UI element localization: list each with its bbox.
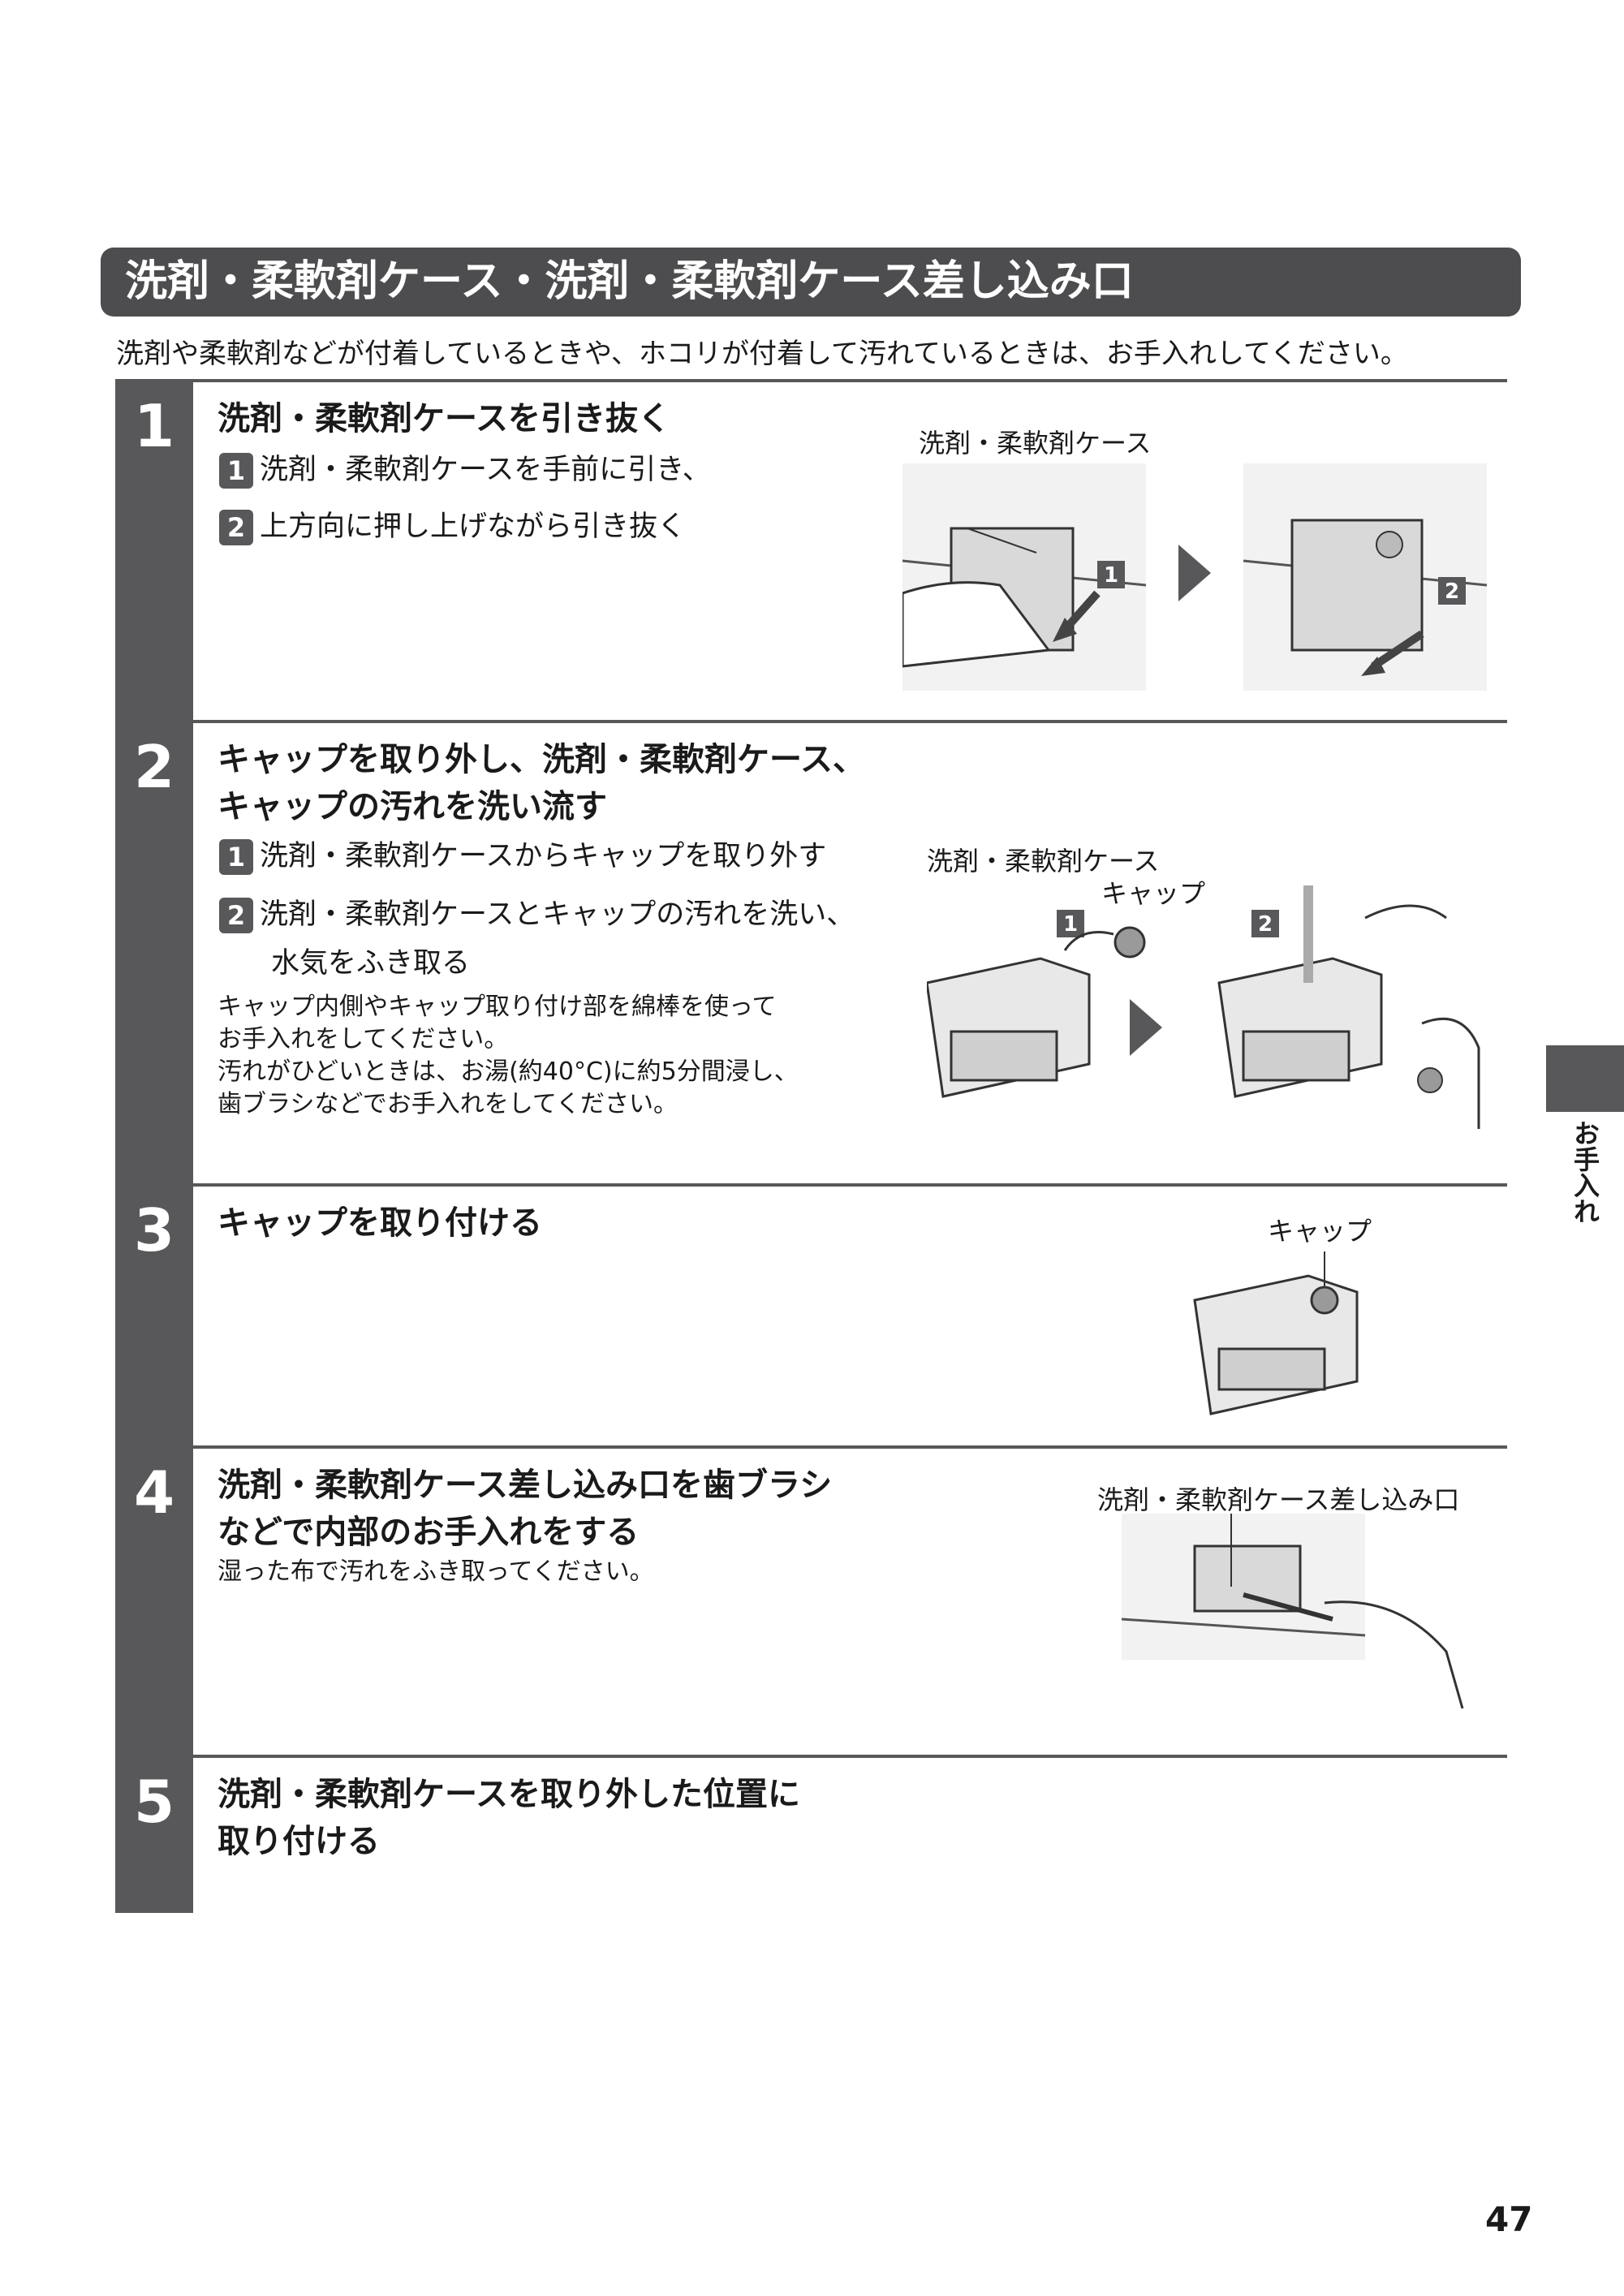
step-number: 1 — [133, 392, 175, 460]
slot-cleaning-illustration — [1122, 1514, 1464, 1709]
cap-label: キャップ — [1101, 878, 1206, 909]
note-line: キャップ内側やキャップ取り付け部を綿棒を使って — [218, 993, 777, 1021]
step-number: 2 — [133, 733, 175, 801]
note-line: 汚れがひどいときは、お湯(約40°C)に約5分間浸し、 — [218, 1058, 799, 1086]
section-tab — [1546, 1045, 1624, 1112]
step-3: 3 キャップを取り付ける キャップ — [115, 1183, 1507, 1447]
step-number-column: 1 — [115, 379, 193, 722]
slot-label: 洗剤・柔軟剤ケース差し込み口 — [1097, 1484, 1460, 1515]
marker-2: 2 — [1445, 579, 1459, 604]
step-number: 4 — [133, 1458, 175, 1527]
cap-attach-illustration — [1193, 1251, 1359, 1415]
step-title-line: キャップを取り外し、洗剤・柔軟剤ケース、 — [218, 741, 865, 778]
substep-badge: 1 — [219, 839, 253, 875]
substep-2-continued: 水気をふき取る — [271, 947, 471, 980]
section-tab-label: お手入れ — [1570, 1120, 1600, 1224]
marker-1: 1 — [1104, 563, 1118, 588]
step-5: 5 洗剤・柔軟剤ケースを取り外した位置に 取り付ける — [115, 1755, 1507, 1913]
substep-badge: 2 — [219, 510, 253, 545]
marker-2: 2 — [1258, 912, 1273, 937]
step-title-line: 取り付ける — [218, 1823, 380, 1860]
substep-text: 上方向に押し上げながら引き抜く — [260, 510, 687, 543]
substep-badge: 2 — [219, 898, 253, 933]
case-label: 洗剤・柔軟剤ケース — [927, 846, 1160, 877]
step-number-column: 2 — [115, 720, 193, 1185]
substep-text: 洗剤・柔軟剤ケースからキャップを取り外す — [260, 840, 827, 872]
step-4: 4 洗剤・柔軟剤ケース差し込み口を歯ブラシ などで内部のお手入れをする 湿った布… — [115, 1445, 1507, 1756]
case-pull-illustration: 1 2 — [902, 463, 1488, 691]
cap-label: キャップ — [1268, 1216, 1372, 1247]
note-line: お手入れをしてください。 — [218, 1025, 509, 1053]
note-line: 歯ブラシなどでお手入れをしてください。 — [218, 1090, 678, 1118]
step-title: 洗剤・柔軟剤ケースを取り外した位置に 取り付ける — [218, 1771, 1021, 1865]
step-number: 5 — [133, 1768, 175, 1836]
cap-removal-illustration: 1 2 — [927, 885, 1480, 1129]
step-title-line: キャップの汚れを洗い流す — [218, 788, 607, 825]
page-title: 洗剤・柔軟剤ケース・洗剤・柔軟剤ケース差し込み口 — [101, 248, 1521, 317]
substep-text: 洗剤・柔軟剤ケースを手前に引き、 — [260, 454, 711, 486]
step-number-column: 3 — [115, 1183, 193, 1447]
step-title: 洗剤・柔軟剤ケース差し込み口を歯ブラシ などで内部のお手入れをする — [218, 1462, 1021, 1556]
step-number-column: 4 — [115, 1445, 193, 1756]
step-title: 洗剤・柔軟剤ケースを引き抜く — [218, 400, 670, 437]
case-label: 洗剤・柔軟剤ケース — [919, 428, 1152, 459]
step-number: 3 — [133, 1196, 175, 1264]
step-title: キャップを取り外し、洗剤・柔軟剤ケース、 キャップの汚れを洗い流す — [218, 736, 1021, 830]
step-number-column: 5 — [115, 1755, 193, 1913]
step-title-line: 洗剤・柔軟剤ケース差し込み口を歯ブラシ — [218, 1467, 833, 1504]
step-title: キャップを取り付ける — [218, 1204, 542, 1242]
step-title-line: 洗剤・柔軟剤ケースを取り外した位置に — [218, 1776, 800, 1813]
intro-text: 洗剤や柔軟剤などが付着しているときや、ホコリが付着して汚れているときは、お手入れ… — [116, 338, 1408, 370]
step-title-line: などで内部のお手入れをする — [218, 1514, 640, 1551]
note-line: 湿った布で汚れをふき取ってください。 — [218, 1557, 654, 1586]
substep-badge: 1 — [219, 453, 253, 489]
marker-1: 1 — [1063, 912, 1078, 937]
page-number: 47 — [1485, 2199, 1533, 2239]
substep-text: 洗剤・柔軟剤ケースとキャップの汚れを洗い、 — [260, 898, 855, 931]
